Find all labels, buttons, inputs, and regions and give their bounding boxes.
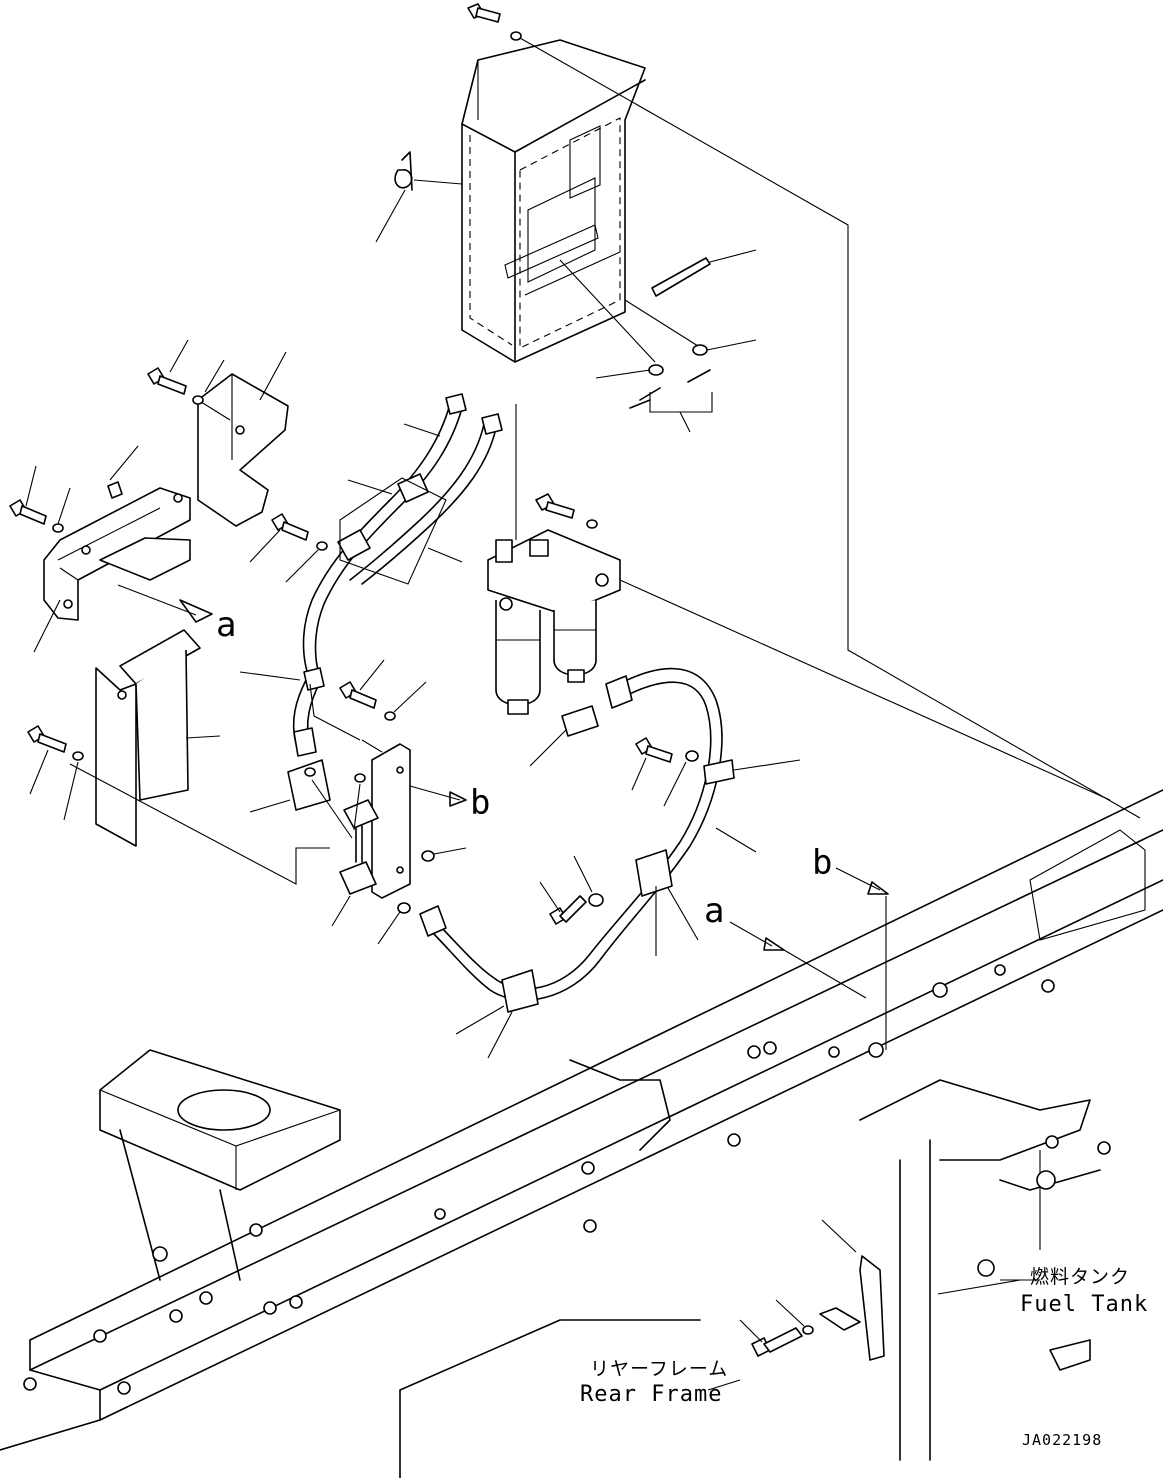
rear-frame-label-jp: リヤーフレーム: [590, 1358, 729, 1380]
rear-frame-label-en: Rear Frame: [580, 1382, 723, 1407]
callout-b-upper: b: [470, 783, 491, 823]
hose-long: [419, 667, 801, 1059]
bolt-lower-left: [27, 725, 330, 885]
fuel-filter-assembly: [487, 493, 1111, 801]
mount-block: [99, 1049, 341, 1281]
left-bracket-lower: [95, 629, 221, 847]
drawing-number: JA022198: [1022, 1431, 1103, 1449]
left-bracket-upper: [33, 445, 213, 653]
valve-bracket: [249, 683, 467, 945]
bolt-right-hose: [539, 737, 699, 925]
bolt-center: [339, 659, 427, 721]
callout-a-lower: a: [704, 891, 725, 931]
top-bolt: [467, 3, 1141, 819]
bolt-upper-left: [9, 465, 71, 533]
hose-left-drop: [239, 667, 325, 757]
bolt-mid-left: [249, 513, 328, 583]
callout-a-upper: a: [216, 605, 237, 645]
leader-lines: [707, 1279, 1021, 1391]
rear-frame: [0, 789, 1163, 1478]
spring-clip: [375, 151, 463, 243]
frame-bosses: [23, 964, 1111, 1395]
clamp-cover: [197, 373, 289, 527]
fuel-tank-label-en: Fuel Tank: [1020, 1292, 1149, 1317]
callout-b-lower: b: [812, 843, 833, 883]
hose-upper-pair: [302, 393, 517, 683]
filter-cover-box: [461, 39, 646, 363]
hold-rod: [559, 249, 757, 433]
tank-clamp: [739, 1219, 885, 1361]
callout-arrows-lower: [729, 867, 889, 1050]
bolt-upper-left-2: [147, 339, 287, 405]
fuel-tank-label-jp: 燃料タンク: [1030, 1266, 1131, 1288]
